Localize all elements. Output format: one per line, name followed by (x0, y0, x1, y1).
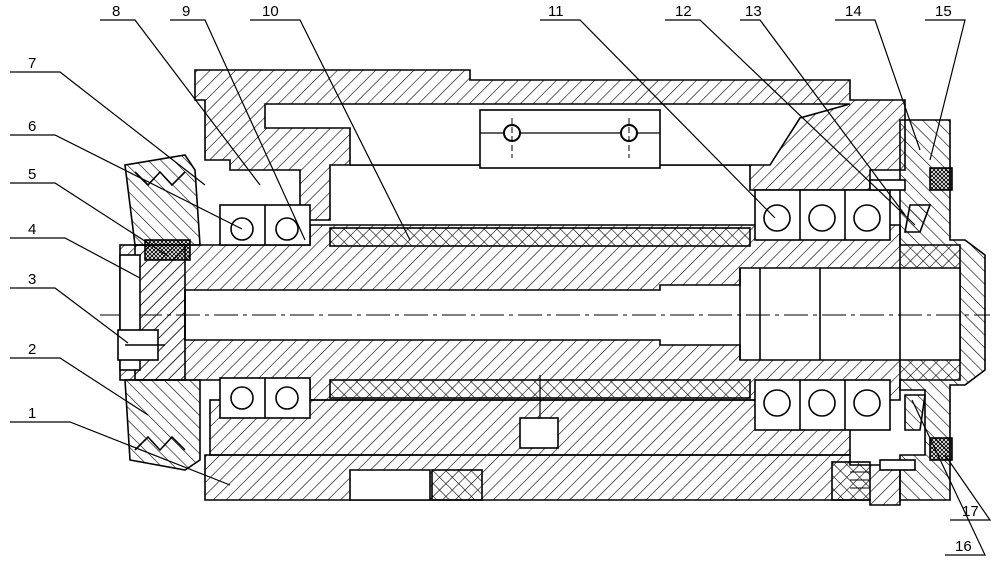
label-3: 3 (28, 271, 36, 288)
label-2: 2 (28, 341, 36, 358)
label-14: 14 (845, 3, 862, 20)
label-11: 11 (548, 3, 564, 20)
leader-lines (10, 19, 992, 556)
spindle-shaft (100, 224, 990, 401)
label-4: 4 (28, 221, 36, 238)
part-labels: 1 2 3 4 5 6 7 8 9 10 11 12 13 14 15 16 1… (28, 3, 979, 555)
label-5: 5 (28, 166, 36, 183)
label-15: 15 (935, 3, 952, 20)
label-1: 1 (28, 405, 36, 422)
label-16: 16 (955, 538, 972, 555)
spacer-sleeve (209, 227, 851, 456)
front-bearings (754, 189, 891, 431)
label-12: 12 (675, 3, 692, 20)
housing (194, 69, 986, 506)
label-17: 17 (962, 503, 979, 520)
front-seals (869, 167, 953, 471)
label-6: 6 (28, 118, 36, 135)
label-13: 13 (745, 3, 762, 20)
label-10: 10 (262, 3, 279, 20)
label-9: 9 (182, 3, 190, 20)
label-7: 7 (28, 55, 36, 72)
rear-bearings (219, 204, 311, 419)
label-8: 8 (112, 3, 120, 20)
